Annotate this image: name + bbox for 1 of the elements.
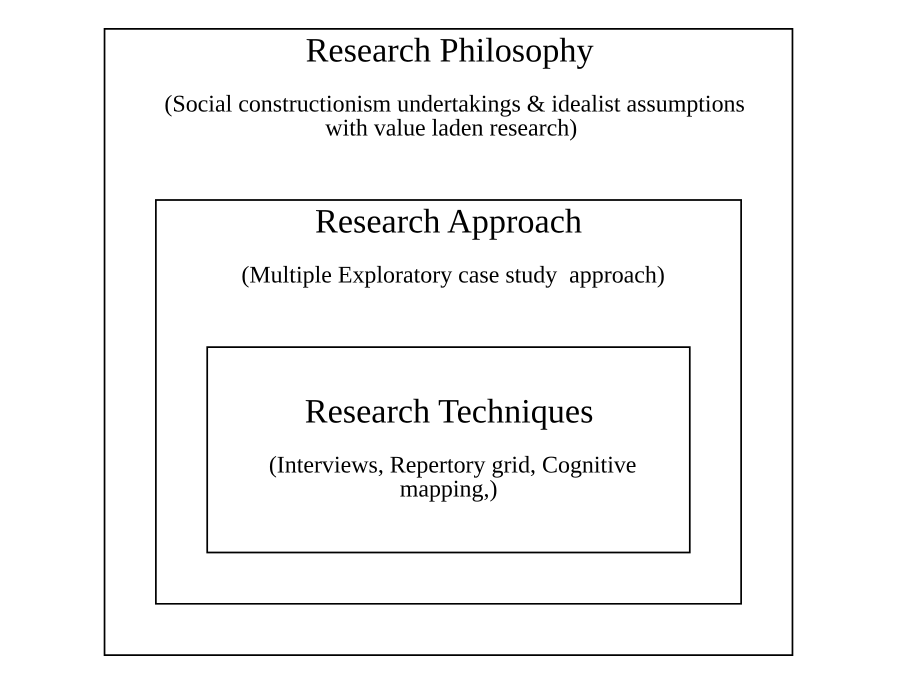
node-box: Research Techniques (Interviews, Repertory grid, Cognitive mapping,)	[206, 346, 691, 554]
